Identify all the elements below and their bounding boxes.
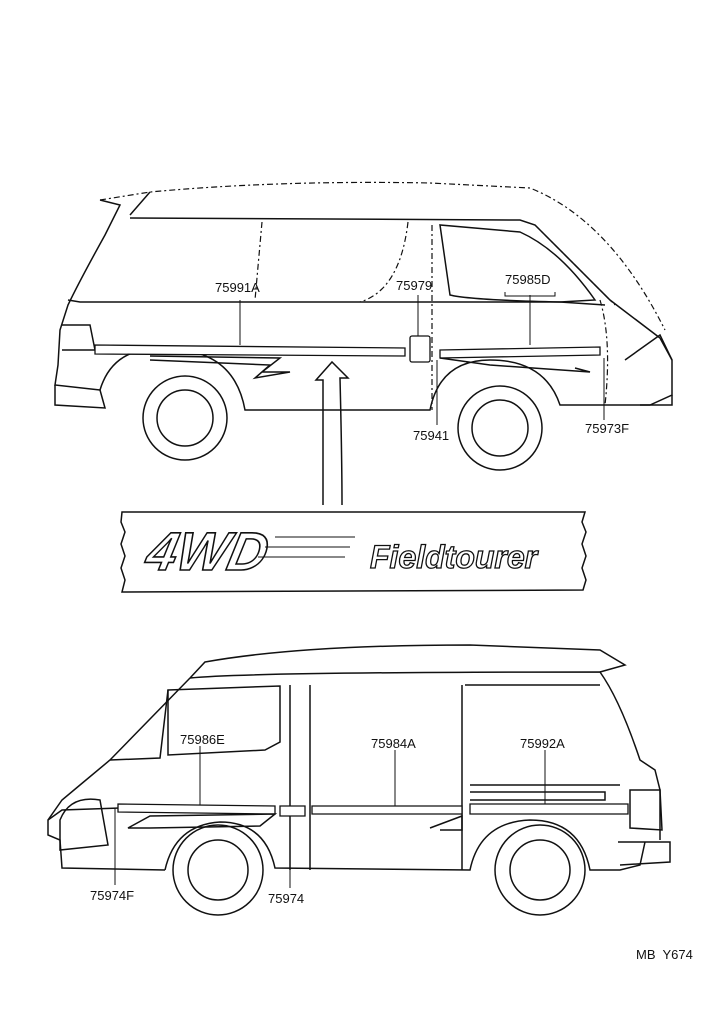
label-75984A: 75984A — [371, 736, 416, 751]
label-75973F: 75973F — [585, 421, 629, 436]
emblem-fieldtourer-text: Fieldtourer — [370, 539, 539, 575]
top-van — [54, 181, 673, 506]
label-75974F: 75974F — [90, 888, 134, 903]
label-75974: 75974 — [268, 891, 304, 906]
label-75985D: 75985D — [505, 272, 551, 287]
label-75986E: 75986E — [180, 732, 225, 747]
label-75992A: 75992A — [520, 736, 565, 751]
label-75941: 75941 — [413, 428, 449, 443]
diagram-code: MB Y674 — [636, 947, 693, 962]
emblem-panel: 4WD Fieldtourer — [120, 511, 587, 593]
bottom-van — [47, 644, 671, 916]
emblem-4wd-text: 4WD — [140, 522, 274, 582]
label-75991A: 75991A — [215, 280, 260, 295]
label-75979: 75979 — [396, 278, 432, 293]
